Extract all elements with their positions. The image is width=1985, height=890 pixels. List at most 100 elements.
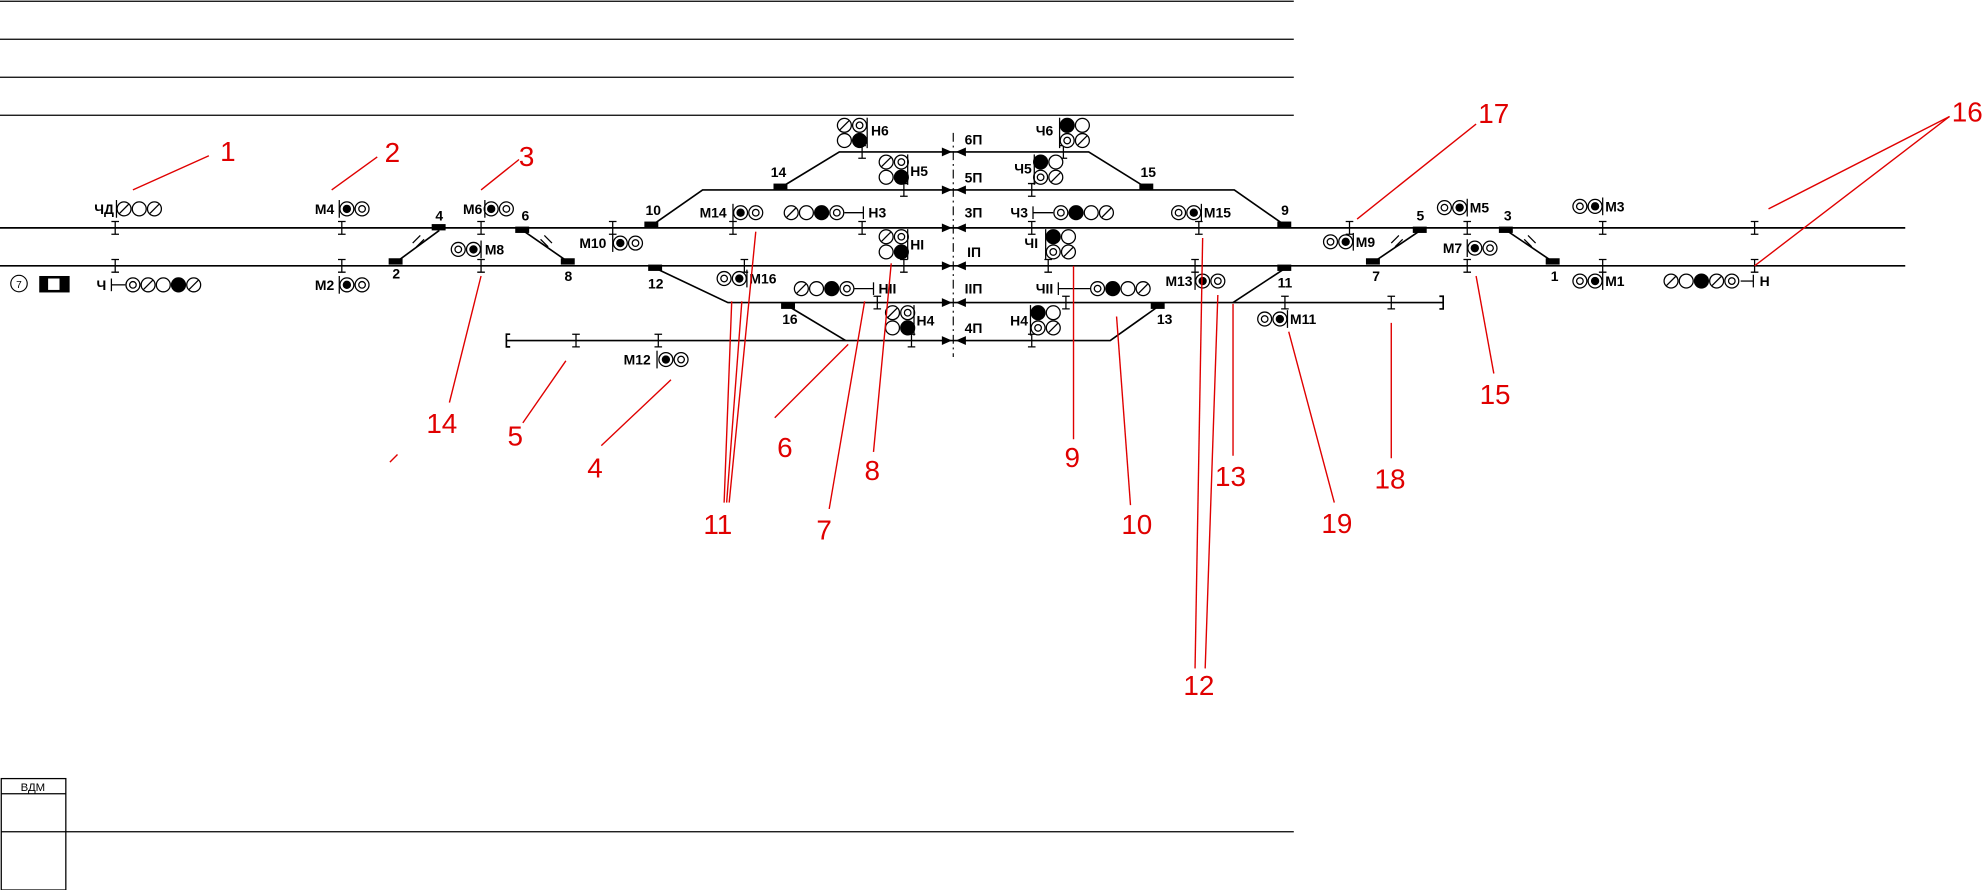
callout-leader <box>728 231 757 503</box>
signal[interactable]: Н4 <box>1010 305 1061 336</box>
signal[interactable]: М7 <box>1443 239 1498 257</box>
lamp-dot-icon <box>1587 273 1603 289</box>
signal[interactable]: НII <box>793 281 897 297</box>
signal-label: М15 <box>1204 205 1231 221</box>
lamp-dot-icon <box>731 270 747 287</box>
lamp-ring-icon <box>498 201 514 217</box>
insulated-joint <box>1062 295 1070 310</box>
callout: 11 <box>703 231 757 540</box>
callout-number: 19 <box>1321 508 1352 539</box>
signal[interactable]: М5 <box>1436 198 1489 217</box>
callout-number: 5 <box>507 421 522 452</box>
arrow-left-icon <box>955 298 966 308</box>
arrow-left-icon <box>955 185 966 195</box>
callout: 10 <box>1115 316 1152 540</box>
lamp-hatched-icon <box>146 201 163 217</box>
switch-number: 5 <box>1417 207 1425 223</box>
signal[interactable]: ЧД <box>94 200 163 218</box>
track-end-arrows <box>941 147 966 345</box>
signal[interactable]: Ч5 <box>1014 154 1064 185</box>
callout-number: 18 <box>1375 464 1406 495</box>
signal-label: М16 <box>749 271 776 287</box>
signal[interactable]: Ч3 <box>1010 205 1115 221</box>
lamp-ring-icon <box>1033 169 1049 185</box>
lamp-ring-icon <box>748 205 764 221</box>
switch-mark <box>1545 258 1560 265</box>
signal[interactable]: Н5 <box>878 154 928 185</box>
signal[interactable]: М9 <box>1322 232 1376 251</box>
signal[interactable]: М12 <box>624 350 689 369</box>
signal[interactable]: М4 <box>315 200 370 218</box>
lamp-ring-icon <box>354 201 370 217</box>
lamp-dot-icon <box>339 201 355 217</box>
lamp-ring-icon <box>627 235 644 251</box>
signal[interactable]: Ч6 <box>1036 117 1090 149</box>
lamp-empty-icon <box>1083 205 1099 221</box>
lamp-ring-icon <box>1170 205 1187 221</box>
arrow-left-icon <box>955 336 966 345</box>
arrow-right-icon <box>941 185 952 195</box>
lamp-empty-icon <box>1060 229 1077 245</box>
signal[interactable]: Ч <box>97 277 202 293</box>
callout-leader <box>448 275 482 403</box>
lamp-dot-icon <box>483 201 499 217</box>
insulated-joint <box>338 220 346 235</box>
dead-end-left <box>505 333 511 348</box>
signal-label: М13 <box>1165 273 1192 289</box>
lamp-ring-icon <box>1724 273 1740 289</box>
switch-number: 6 <box>521 207 529 223</box>
lamp-empty-icon <box>884 320 901 336</box>
lamp-hatched-icon <box>793 281 809 297</box>
switch-mark <box>515 226 530 233</box>
signal[interactable]: Н6 <box>836 117 889 149</box>
lamp-ring-icon <box>354 277 370 293</box>
insulated-joint <box>111 220 119 235</box>
lamp-hatched-icon <box>884 305 901 321</box>
callout: 1 <box>132 136 236 191</box>
callout-leader <box>1288 331 1335 503</box>
signal[interactable]: М6 <box>463 200 514 218</box>
signal-label: М7 <box>1443 240 1463 256</box>
insulated-joint <box>572 333 580 348</box>
callout: 16 <box>1754 97 1983 267</box>
signal[interactable]: М10 <box>579 234 644 252</box>
callout-leader <box>480 158 520 191</box>
signal-label: Ч <box>97 277 107 293</box>
arrow-right-icon <box>941 336 952 345</box>
signal[interactable]: М2 <box>315 275 370 294</box>
signal[interactable]: М3 <box>1572 197 1625 216</box>
lamp-filled-icon <box>900 320 916 336</box>
switch-mark <box>644 221 659 228</box>
lamp-dot-icon <box>1272 311 1288 327</box>
signal[interactable]: ЧII <box>1036 281 1151 297</box>
callout: 12 <box>1183 237 1219 701</box>
track-2 <box>655 267 1444 304</box>
signal[interactable]: Н3 <box>783 205 886 221</box>
signal[interactable]: Н <box>1663 273 1770 289</box>
signal[interactable]: М16 <box>716 269 777 288</box>
callout: 7 <box>816 301 866 545</box>
signal-label: НII <box>879 281 897 297</box>
lamp-filled-icon <box>1045 229 1061 245</box>
signal[interactable]: М14 <box>700 203 764 222</box>
lamp-ring-icon <box>450 241 466 257</box>
lamp-ring-icon <box>1257 311 1273 327</box>
signal[interactable]: Н4 <box>884 305 935 336</box>
signal[interactable]: М8 <box>450 240 504 259</box>
callout: 2 <box>331 137 400 191</box>
track-4 <box>506 305 1159 342</box>
callout-leader <box>774 343 849 419</box>
numbered-circle-icon <box>10 274 28 293</box>
lamp-hatched-icon <box>1098 205 1115 221</box>
signal[interactable]: М13 <box>1165 272 1226 290</box>
lamp-dot-icon <box>612 235 628 251</box>
insulated-joint <box>654 333 663 348</box>
signal[interactable]: М15 <box>1170 203 1232 222</box>
callout-leader <box>725 301 743 503</box>
signal[interactable]: М1 <box>1572 272 1625 290</box>
callout: 6 <box>774 343 849 463</box>
signal[interactable]: М11 <box>1257 310 1317 328</box>
signal[interactable]: НI <box>878 229 924 260</box>
signal[interactable]: ЧI <box>1024 229 1077 260</box>
